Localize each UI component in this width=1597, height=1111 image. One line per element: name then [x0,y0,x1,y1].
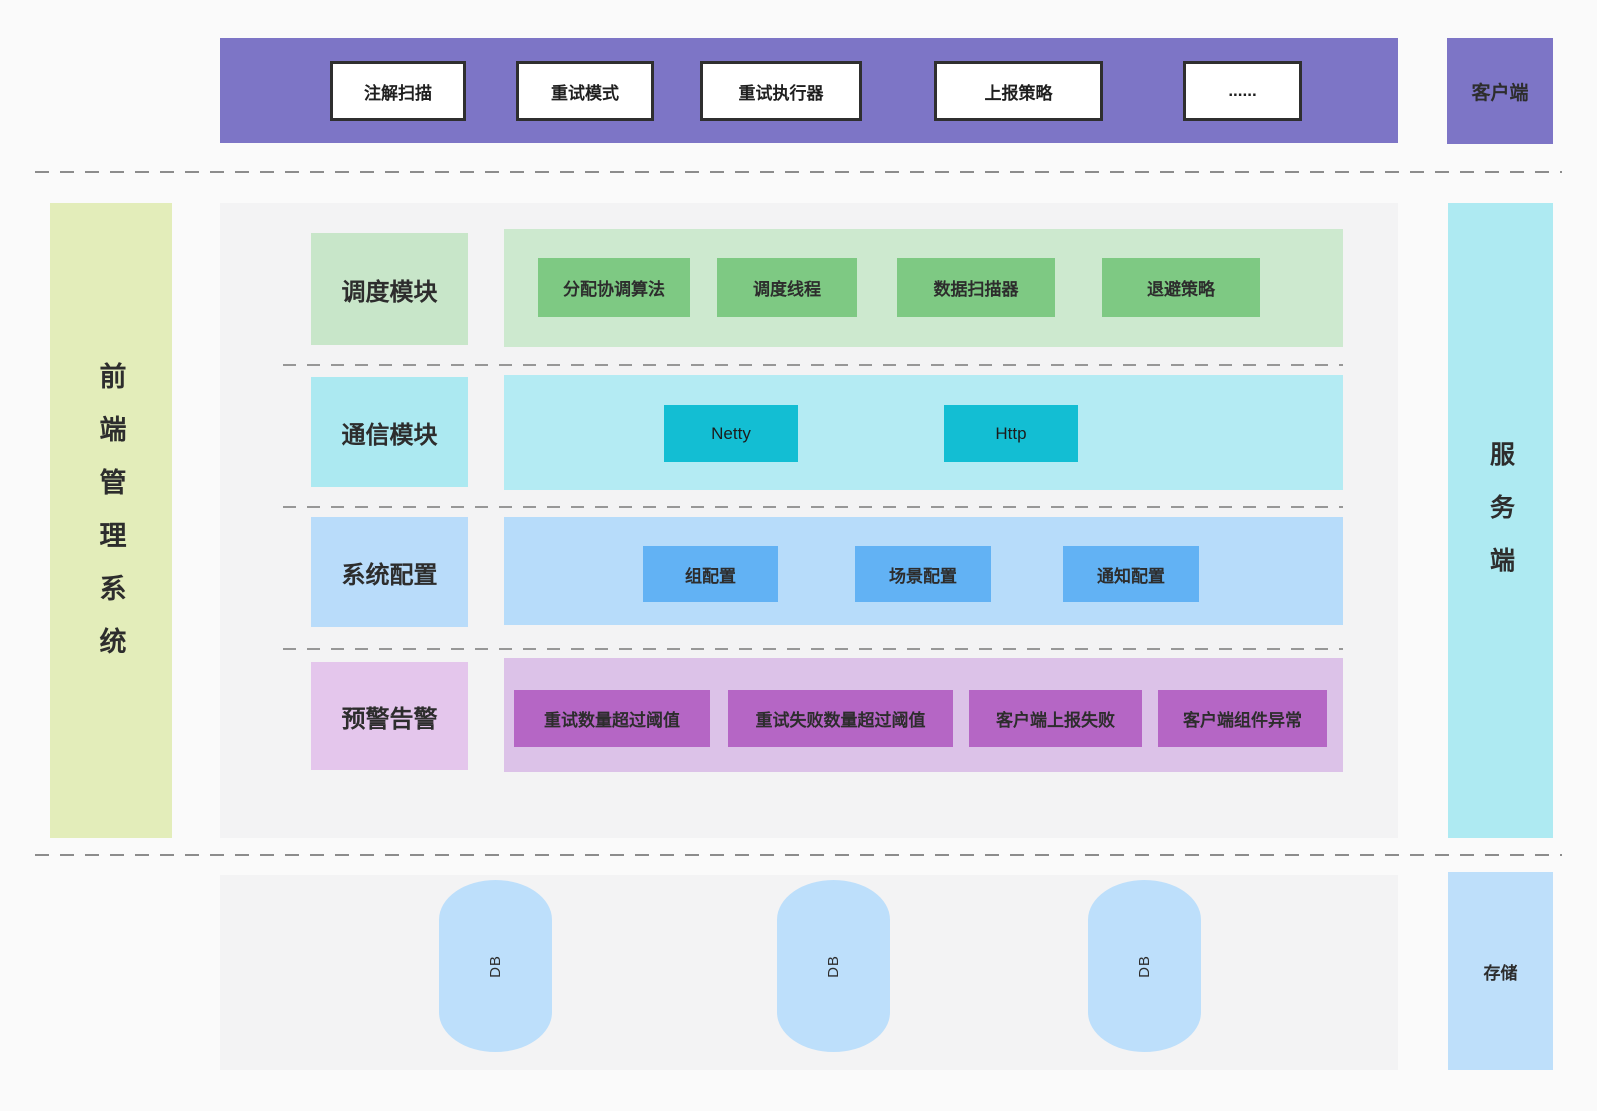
item-label: 数据扫描器 [933,280,1019,299]
item-client-report-fail: 客户端上报失败 [969,690,1142,747]
item-retry-count-threshold: 重试数量超过阈值 [514,690,710,747]
module-box-label: 上报策略 [984,83,1053,103]
item-label: Netty [711,423,751,443]
row-separator-1 [283,364,1343,366]
item-group-config: 组配置 [643,546,778,602]
item-label: Http [995,423,1027,443]
module-box-label: 重试执行器 [738,83,824,103]
item-label: 客户端上报失败 [996,711,1115,730]
row-label-text: 系统配置 [341,561,438,589]
row-label-system-config: 系统配置 [311,517,468,627]
item-allocation-algorithm: 分配协调算法 [538,258,690,317]
row-separator-2 [283,506,1343,508]
row-content-system-config: 组配置 场景配置 通知配置 [504,517,1343,625]
item-label: 通知配置 [1097,566,1165,586]
row-label-text: 预警告警 [341,705,438,733]
row-label-communication: 通信模块 [311,377,468,487]
item-scheduler-thread: 调度线程 [717,258,857,317]
item-label: 组配置 [685,566,736,586]
item-label: 重试失败数量超过阈值 [755,711,926,730]
module-box-ellipsis: ...... [1183,61,1302,121]
item-netty: Netty [664,405,798,462]
item-backoff-strategy: 退避策略 [1102,258,1260,317]
row-content-scheduler: 分配协调算法 调度线程 数据扫描器 退避策略 [504,229,1343,347]
storage-side-label-box: 存储 [1448,872,1553,1070]
storage-panel: DB DB DB [220,875,1398,1070]
dashed-divider-bottom [35,854,1562,856]
item-label: 场景配置 [889,566,957,586]
row-label-alert: 预警告警 [311,662,468,770]
client-label: 客户端 [1471,82,1529,104]
module-box-annotation-scan: 注解扫描 [330,61,466,121]
server-panel: 调度模块 分配协调算法 调度线程 数据扫描器 退避策略 通信模块 Netty [220,203,1398,838]
storage-label: 存储 [1483,963,1518,983]
row-label-text: 通信模块 [341,421,438,449]
item-label: 退避策略 [1147,280,1215,299]
database-label: DB [1136,954,1153,978]
server-side-bar: 服务端 [1448,203,1553,838]
dashed-divider-top [35,171,1562,173]
item-scene-config: 场景配置 [855,546,991,602]
client-side-label-box: 客户端 [1447,38,1553,144]
frontend-management-bar: 前端管理系统 [50,203,172,838]
module-box-retry-mode: 重试模式 [516,61,654,121]
item-retry-fail-threshold: 重试失败数量超过阈值 [728,690,953,747]
item-label: 客户端组件异常 [1183,711,1302,730]
client-layer-bar: 注解扫描 重试模式 重试执行器 上报策略 ...... [220,38,1398,143]
database-label: DB [487,954,504,978]
row-separator-3 [283,648,1343,650]
database-cylinder: DB [439,880,552,1052]
row-label-scheduler: 调度模块 [311,233,468,345]
module-box-label: 注解扫描 [364,83,432,103]
module-box-label: 重试模式 [551,83,619,103]
row-label-text: 调度模块 [341,278,438,306]
item-label: 分配协调算法 [563,280,665,299]
item-data-scanner: 数据扫描器 [897,258,1055,317]
server-side-label: 服务端 [1486,441,1515,600]
row-content-alert: 重试数量超过阈值 重试失败数量超过阈值 客户端上报失败 客户端组件异常 [504,658,1343,772]
frontend-management-label: 前端管理系统 [95,361,126,680]
database-label: DB [825,954,842,978]
database-cylinder: DB [1088,880,1201,1052]
item-client-component-error: 客户端组件异常 [1158,690,1327,747]
database-cylinder: DB [777,880,890,1052]
module-box-retry-executor: 重试执行器 [700,61,862,121]
item-label: 重试数量超过阈值 [544,711,680,730]
module-box-label: ...... [1228,81,1257,100]
item-label: 调度线程 [753,280,821,299]
module-box-report-strategy: 上报策略 [934,61,1103,121]
row-content-communication: Netty Http [504,375,1343,490]
item-notify-config: 通知配置 [1063,546,1199,602]
item-http: Http [944,405,1078,462]
